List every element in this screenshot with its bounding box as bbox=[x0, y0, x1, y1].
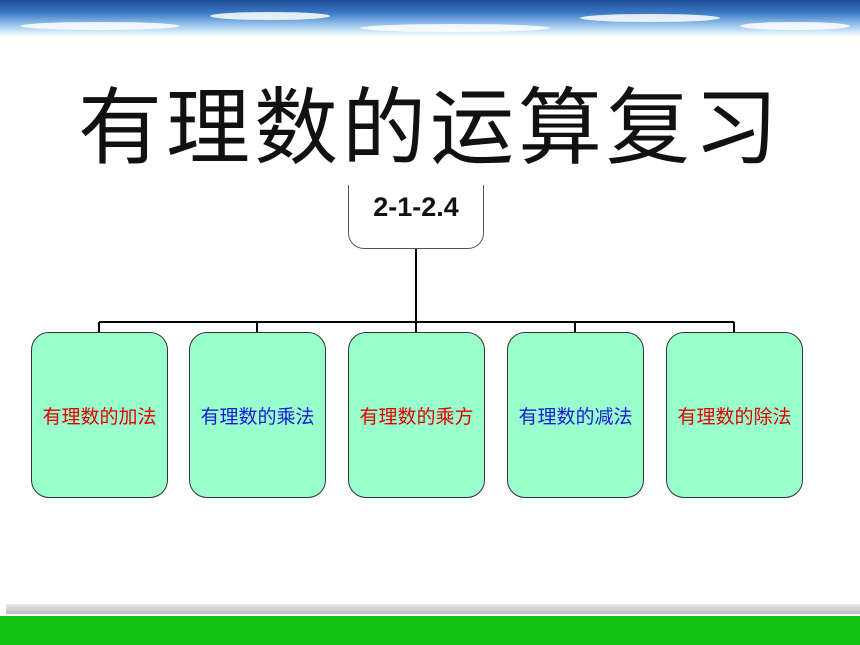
page-title: 有理数的运算复习 bbox=[77, 79, 782, 177]
root-node-label: 2-1-2.4 bbox=[373, 192, 459, 222]
child-node-label: 有理数的加法 bbox=[42, 405, 157, 428]
footer-divider bbox=[6, 604, 860, 614]
child-node-label: 有理数的乘方 bbox=[359, 405, 474, 428]
child-node-label: 有理数的减法 bbox=[518, 405, 633, 428]
child-node-subtraction: 有理数的减法 bbox=[507, 332, 644, 498]
header-sky-banner bbox=[0, 0, 860, 36]
child-node-multiplication: 有理数的乘法 bbox=[189, 332, 326, 498]
footer-band bbox=[0, 616, 860, 645]
child-node-label: 有理数的除法 bbox=[677, 405, 792, 428]
child-node-power: 有理数的乘方 bbox=[348, 332, 485, 498]
child-node-division: 有理数的除法 bbox=[666, 332, 803, 498]
child-node-label: 有理数的乘法 bbox=[200, 405, 315, 428]
child-node-addition: 有理数的加法 bbox=[31, 332, 168, 498]
root-node: 2-1-2.4 bbox=[348, 185, 484, 249]
